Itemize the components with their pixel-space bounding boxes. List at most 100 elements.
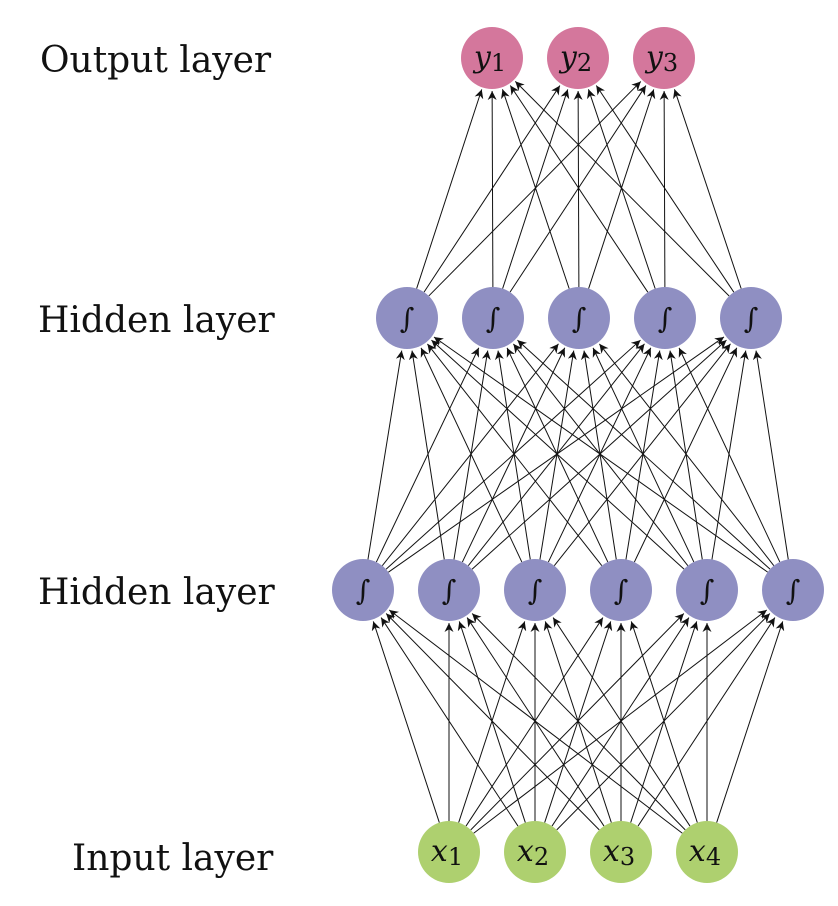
node-circle xyxy=(676,821,738,883)
edge-input-2-to-hidden2-4 xyxy=(544,621,613,823)
activation-icon: ∫ xyxy=(486,302,501,335)
node-circle xyxy=(634,287,696,349)
node-hidden2-5: ∫ xyxy=(676,559,738,621)
activation-icon: ∫ xyxy=(744,302,759,335)
node-label: y1 xyxy=(472,40,506,77)
edge-hidden2-6-to-hidden1-3 xyxy=(599,343,775,566)
edge-hidden2-5-to-hidden1-1 xyxy=(431,339,685,570)
activation-icon: ∫ xyxy=(572,302,587,335)
edge-hidden1-5-to-output-3 xyxy=(673,89,742,289)
edge-hidden1-3-to-output-3 xyxy=(588,89,656,289)
edge-hidden2-6-to-hidden1-4 xyxy=(678,347,781,563)
node-label: y2 xyxy=(558,40,592,77)
node-circle xyxy=(633,27,695,89)
node-circle xyxy=(676,559,738,621)
edge-input-2-to-hidden2-1 xyxy=(380,617,519,827)
node-label: x2 xyxy=(517,834,549,871)
edge-hidden1-4-to-output-1 xyxy=(509,85,649,293)
activation-icon: ∫ xyxy=(786,574,801,607)
node-circle xyxy=(720,287,782,349)
edge-hidden2-2-to-hidden1-2 xyxy=(453,350,491,560)
edge-hidden2-3-to-hidden1-4 xyxy=(547,347,652,563)
edge-hidden2-2-to-hidden1-3 xyxy=(461,347,566,563)
node-output-3: y3 xyxy=(633,27,695,89)
node-circle xyxy=(504,821,566,883)
node-label: x1 xyxy=(431,834,463,871)
node-circle xyxy=(462,287,524,349)
edge-input-4-to-hidden2-1 xyxy=(388,609,683,834)
edge-input-4-to-hidden2-4 xyxy=(629,621,698,823)
edge-hidden2-6-to-hidden1-2 xyxy=(517,339,771,570)
edge-hidden1-1-to-output-2 xyxy=(423,85,561,293)
node-hidden2-3: ∫ xyxy=(504,559,566,621)
node-hidden2-1: ∫ xyxy=(332,559,394,621)
node-circle xyxy=(590,821,652,883)
activation-icon: ∫ xyxy=(356,574,371,607)
node-hidden1-2: ∫ xyxy=(462,287,524,349)
node-circle xyxy=(762,559,824,621)
node-circle xyxy=(590,559,652,621)
layer-label-hidden2: Hidden layer xyxy=(38,572,276,613)
edge-hidden2-1-to-hidden1-1 xyxy=(367,350,405,560)
layer-label-hidden1: Hidden layer xyxy=(38,300,276,341)
node-circle xyxy=(418,821,480,883)
node-input-3: x3 xyxy=(590,821,652,883)
node-label: x3 xyxy=(603,834,635,871)
edge-input-1-to-hidden2-3 xyxy=(458,621,527,823)
node-circle xyxy=(332,559,394,621)
node-hidden1-5: ∫ xyxy=(720,287,782,349)
node-hidden1-1: ∫ xyxy=(376,287,438,349)
edges-group xyxy=(367,81,789,834)
edge-hidden2-5-to-hidden1-5 xyxy=(711,350,749,560)
edge-input-4-to-hidden2-6 xyxy=(716,621,785,823)
edge-hidden2-3-to-hidden1-3 xyxy=(539,350,577,560)
activation-icon: ∫ xyxy=(700,574,715,607)
node-circle xyxy=(376,287,438,349)
edge-hidden1-1-to-output-1 xyxy=(416,89,484,289)
node-hidden2-4: ∫ xyxy=(590,559,652,621)
node-circle xyxy=(461,27,523,89)
layer-label-output: Output layer xyxy=(40,40,272,81)
node-circle xyxy=(504,559,566,621)
edge-input-3-to-hidden2-6 xyxy=(637,617,776,827)
edge-input-4-to-hidden2-2 xyxy=(471,613,686,831)
node-circle xyxy=(548,287,610,349)
edge-hidden1-3-to-output-1 xyxy=(501,89,570,289)
edge-hidden2-4-to-hidden1-4 xyxy=(625,350,663,560)
edge-hidden2-1-to-hidden1-2 xyxy=(375,347,480,563)
edge-hidden1-3-to-output-2 xyxy=(573,90,583,288)
layer-label-input: Input layer xyxy=(72,838,274,879)
activation-icon: ∫ xyxy=(400,302,415,335)
edge-input-3-to-hidden2-1 xyxy=(385,613,600,831)
node-circle xyxy=(418,559,480,621)
activation-icon: ∫ xyxy=(658,302,673,335)
node-input-4: x4 xyxy=(676,821,738,883)
node-hidden1-4: ∫ xyxy=(634,287,696,349)
node-circle xyxy=(547,27,609,89)
edge-hidden1-4-to-output-3 xyxy=(659,90,669,288)
edge-hidden1-5-to-output-2 xyxy=(595,85,735,293)
node-output-1: y1 xyxy=(461,27,523,89)
edge-hidden2-6-to-hidden1-1 xyxy=(433,336,768,573)
node-input-2: x2 xyxy=(504,821,566,883)
edge-hidden2-6-to-hidden1-5 xyxy=(752,350,789,560)
activation-icon: ∫ xyxy=(442,574,457,607)
edge-input-1-to-hidden2-4 xyxy=(465,617,604,827)
node-hidden1-3: ∫ xyxy=(548,287,610,349)
edge-input-1-to-hidden2-1 xyxy=(371,621,440,823)
node-hidden2-2: ∫ xyxy=(418,559,480,621)
edge-hidden2-3-to-hidden1-1 xyxy=(420,347,523,563)
edge-input-2-to-hidden2-5 xyxy=(551,617,690,827)
node-label: y3 xyxy=(644,40,678,77)
edge-hidden1-5-to-output-1 xyxy=(514,81,730,297)
nodes-group: y1 y2 y3 ∫ ∫ ∫ ∫ ∫ ∫ ∫ ∫ ∫ ∫ ∫ x1 x2 x3 x4 xyxy=(332,27,824,883)
edge-hidden2-4-to-hidden1-1 xyxy=(427,343,603,566)
activation-icon: ∫ xyxy=(614,574,629,607)
node-output-2: y2 xyxy=(547,27,609,89)
node-hidden2-6: ∫ xyxy=(762,559,824,621)
node-label: x4 xyxy=(689,834,721,871)
node-input-1: x1 xyxy=(418,821,480,883)
edge-hidden2-2-to-hidden1-1 xyxy=(408,350,445,560)
